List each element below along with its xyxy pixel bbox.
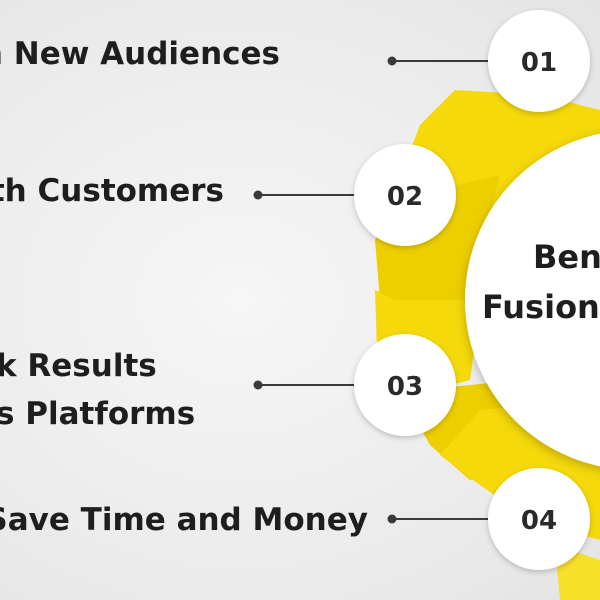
badge-03: 03 — [354, 334, 456, 436]
connector-dot-02 — [253, 190, 263, 200]
benefit-label-01-line-1: n New Audiences — [0, 36, 280, 72]
badge-circle-03 — [354, 334, 456, 436]
badge-circle-02 — [354, 144, 456, 246]
benefit-label-03: k Results s Platforms — [0, 342, 195, 438]
connectors — [253, 56, 488, 524]
badge-04: 04 — [488, 468, 590, 570]
benefit-label-02-line-1: ith Customers — [0, 173, 224, 209]
badge-circle-01 — [488, 10, 590, 112]
benefit-label-03-line-1: k Results — [0, 348, 157, 384]
badge-number-01: 01 — [521, 48, 557, 78]
badge-number-04: 04 — [521, 506, 557, 536]
connector-dot-03 — [253, 380, 263, 390]
center-circle — [465, 133, 600, 467]
benefit-label-02: ith Customers — [0, 167, 224, 215]
benefit-label-04-line-1: Save Time and Money — [0, 502, 368, 538]
svg-text:Ben Fusion: Ben Fusion — [482, 238, 600, 326]
benefit-label-04: Save Time and Money — [0, 496, 368, 544]
center-title-line-2: Fusion — [482, 288, 600, 326]
connector-dot-04 — [387, 514, 397, 524]
benefit-label-03-line-2: s Platforms — [0, 396, 196, 432]
center-title-line-1: Ben — [533, 238, 600, 276]
connector-dot-01 — [387, 56, 397, 66]
badge-02: 02 — [354, 144, 456, 246]
benefit-label-01: n New Audiences — [0, 30, 280, 78]
badge-circle-04 — [488, 468, 590, 570]
badge-number-02: 02 — [387, 182, 423, 212]
badge-number-03: 03 — [387, 372, 423, 402]
badge-01: 01 — [488, 10, 590, 112]
